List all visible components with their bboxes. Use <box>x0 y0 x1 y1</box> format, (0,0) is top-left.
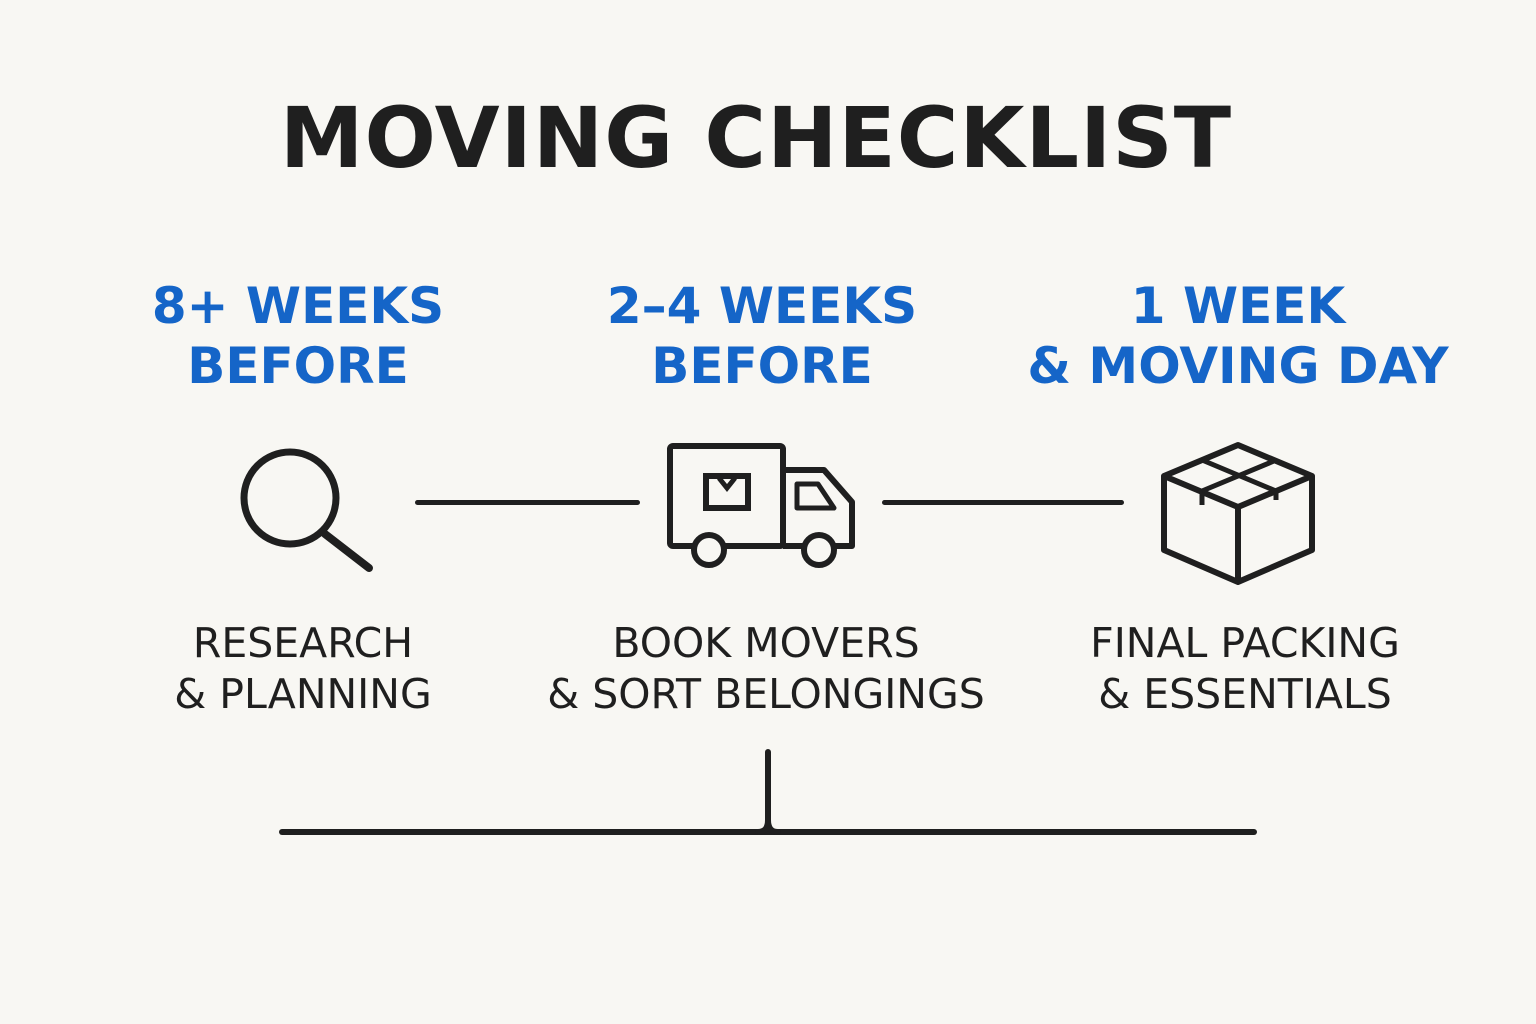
stage-3-description: FINAL PACKING & ESSENTIALS <box>985 618 1505 720</box>
stage-3-desc-line2: & ESSENTIALS <box>1098 670 1392 718</box>
connector-line-1 <box>415 500 640 505</box>
moving-truck-icon <box>664 440 860 572</box>
stage-2-heading-line1: 2–4 WEEKS <box>606 277 918 335</box>
timeline-bracket <box>278 748 1260 844</box>
stage-1-heading-line2: BEFORE <box>187 337 409 395</box>
stage-3-heading: 1 WEEK & MOVING DAY <box>978 276 1498 396</box>
stage-2-desc-line2: & SORT BELONGINGS <box>547 670 985 718</box>
stage-1-desc-line1: RESEARCH <box>192 619 414 667</box>
connector-line-2 <box>882 500 1124 505</box>
stage-2-heading-line2: BEFORE <box>651 337 873 395</box>
stage-2-description: BOOK MOVERS & SORT BELONGINGS <box>506 618 1026 720</box>
stage-2-heading: 2–4 WEEKS BEFORE <box>502 276 1022 396</box>
stage-3-desc-line1: FINAL PACKING <box>1090 619 1400 667</box>
stage-2-desc-line1: BOOK MOVERS <box>612 619 920 667</box>
stage-3-heading-line1: 1 WEEK <box>1130 277 1346 335</box>
cardboard-box-icon <box>1158 440 1318 588</box>
magnifying-glass-icon <box>230 440 380 580</box>
stage-1-desc-line2: & PLANNING <box>174 670 432 718</box>
stage-3-heading-line2: & MOVING DAY <box>1027 337 1449 395</box>
stage-1-heading: 8+ WEEKS BEFORE <box>38 276 558 396</box>
page-title: MOVING CHECKLIST <box>279 89 1233 187</box>
stage-1-description: RESEARCH & PLANNING <box>43 618 563 720</box>
stage-1-heading-line1: 8+ WEEKS <box>151 277 445 335</box>
